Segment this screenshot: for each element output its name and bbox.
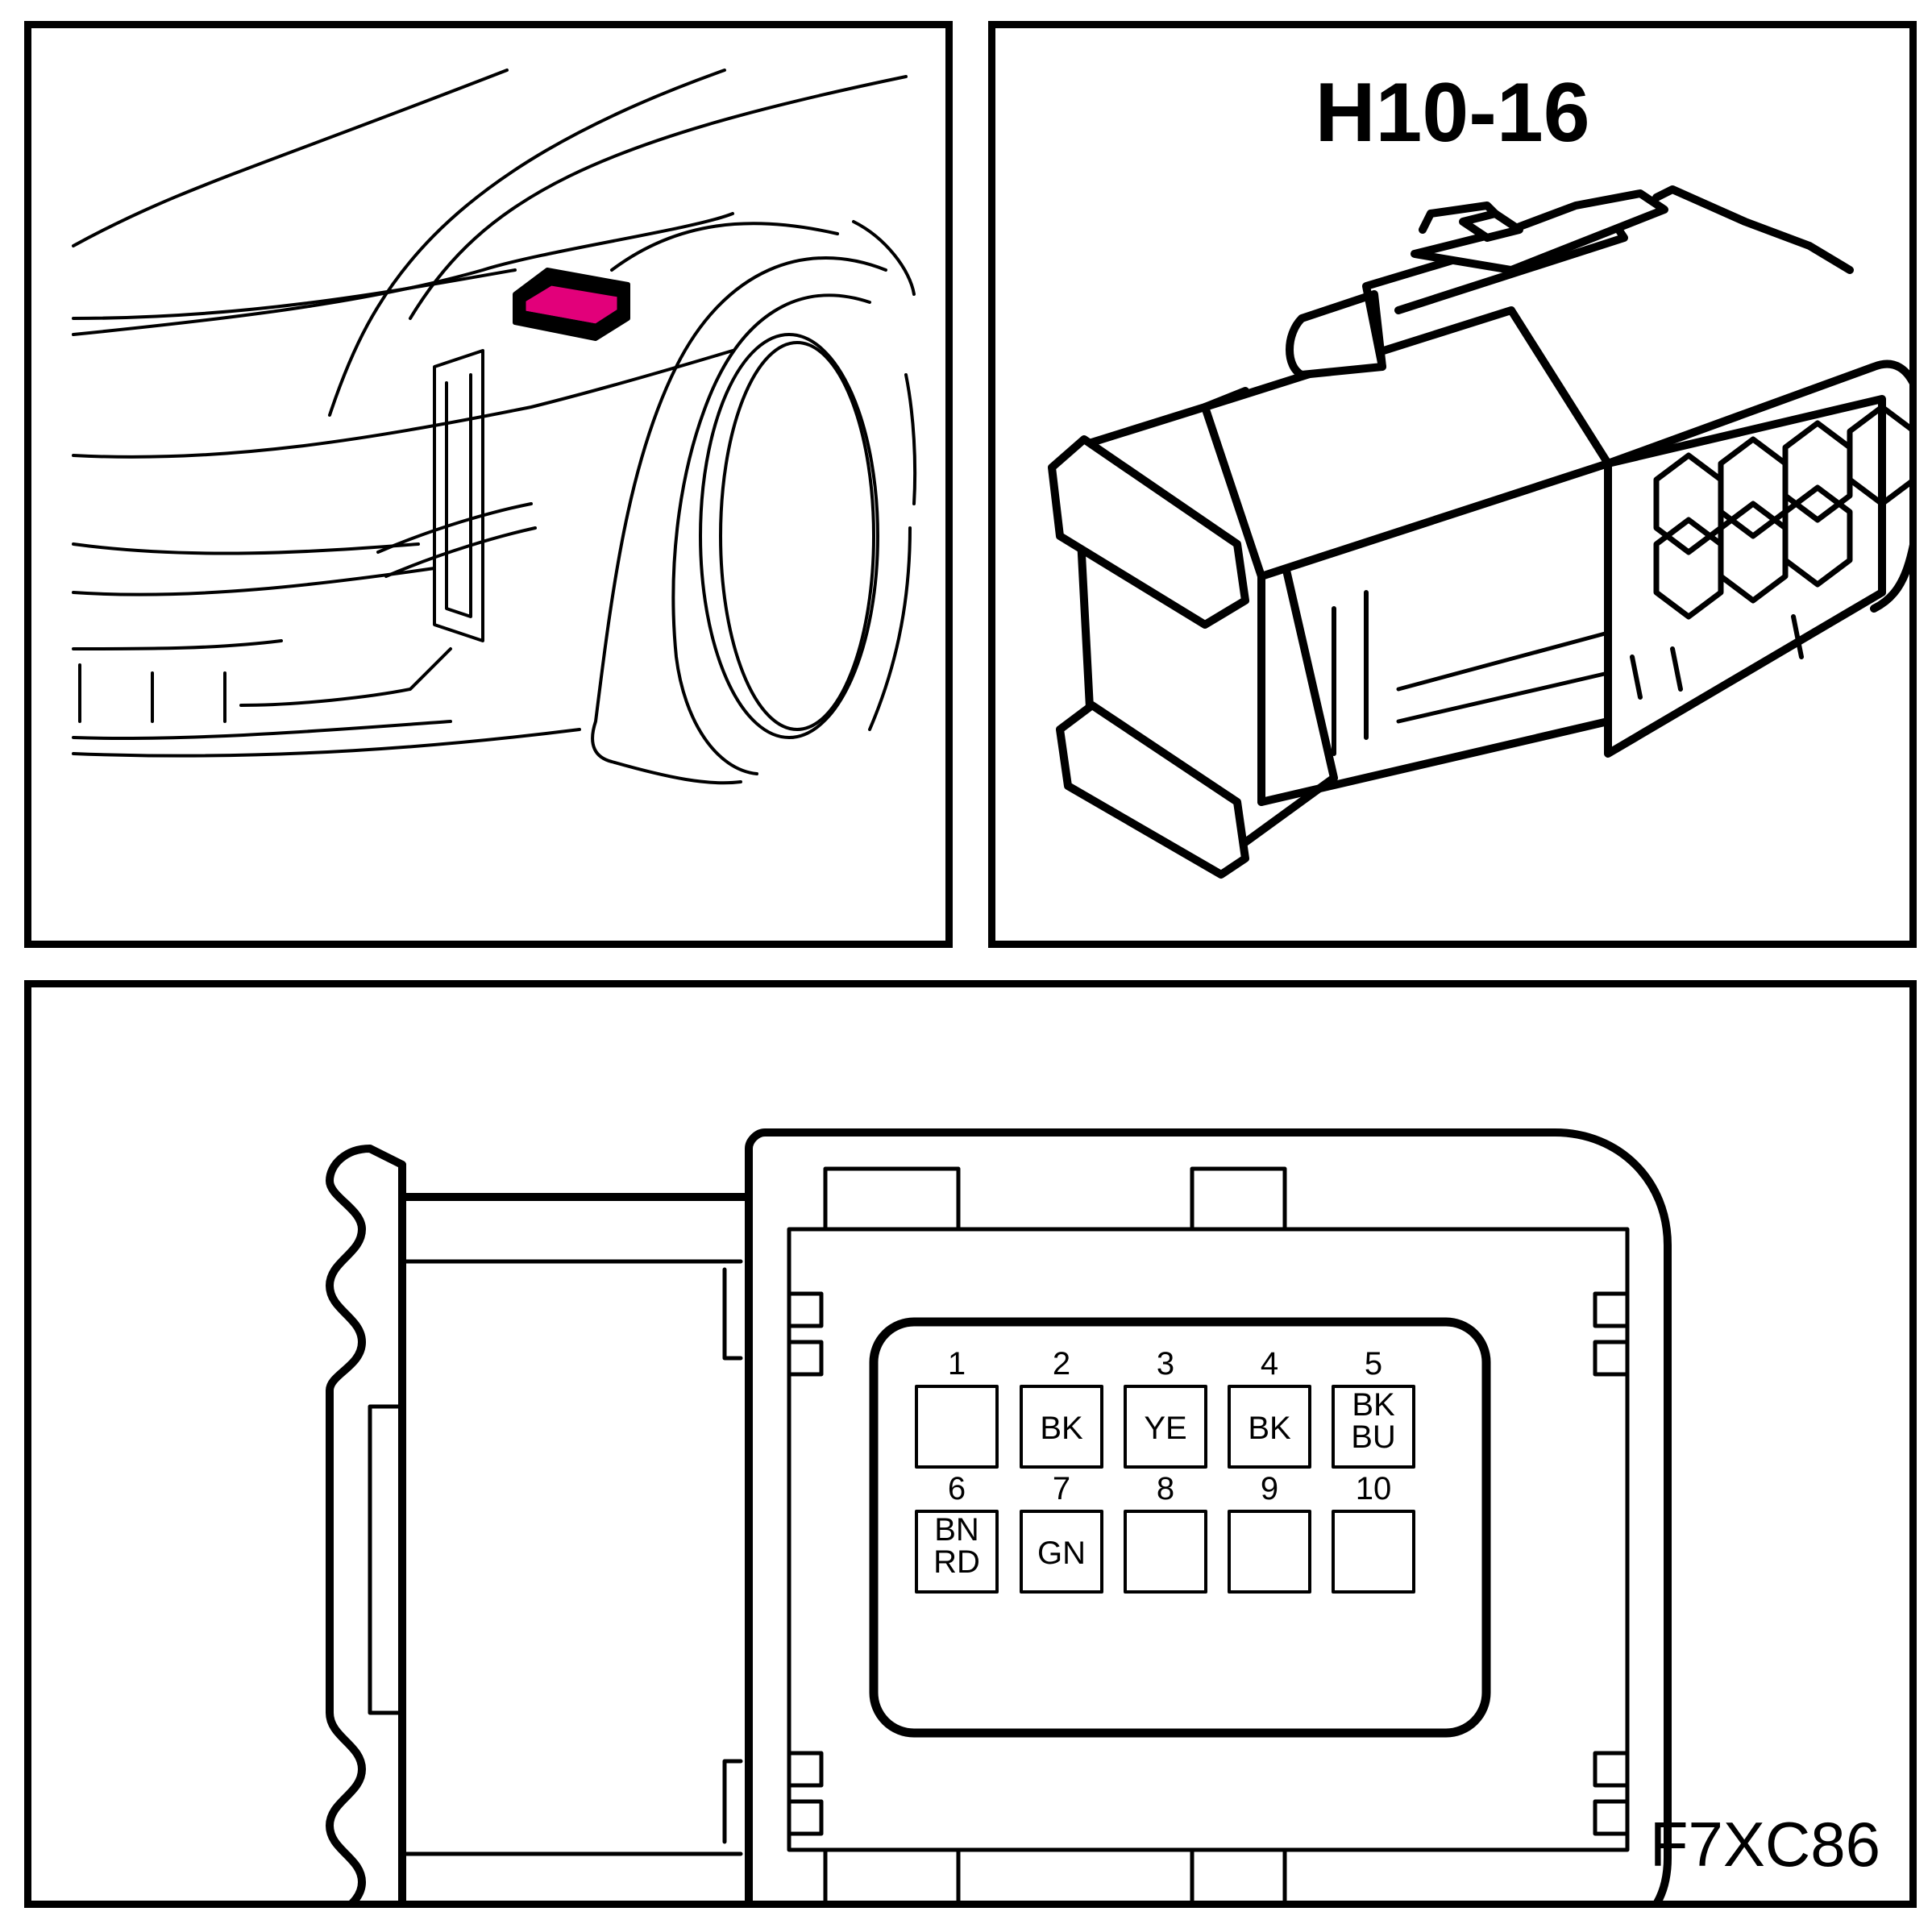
pin-number: 2 bbox=[1053, 1346, 1070, 1382]
vehicle-front-corner-drawing bbox=[72, 69, 917, 785]
pin-box bbox=[1332, 1385, 1415, 1469]
pin-wire-color: BU bbox=[1351, 1419, 1396, 1455]
pin-wire-color: YE bbox=[1144, 1411, 1186, 1446]
location-view-panel bbox=[24, 21, 953, 948]
pin-wire-color: RD bbox=[933, 1544, 980, 1580]
pin-wire-color: GN bbox=[1037, 1535, 1086, 1571]
pin-number: 6 bbox=[948, 1471, 966, 1506]
pin-box bbox=[915, 1385, 999, 1469]
pin-cell-7: 7GN bbox=[1020, 1471, 1103, 1594]
pin-number: 3 bbox=[1157, 1346, 1174, 1382]
pin-number: 4 bbox=[1261, 1346, 1278, 1382]
pin-cell-8: 8 bbox=[1124, 1471, 1207, 1594]
pin-cell-2: 2BK bbox=[1020, 1346, 1103, 1469]
pin-box bbox=[1124, 1510, 1207, 1594]
pin-number: 1 bbox=[948, 1346, 966, 1382]
pin-box bbox=[1332, 1510, 1415, 1594]
pin-box bbox=[1228, 1385, 1311, 1469]
pin-cell-3: 3YE bbox=[1124, 1346, 1207, 1469]
pin-box bbox=[1020, 1510, 1103, 1594]
pin-wire-color: BK bbox=[1352, 1387, 1395, 1423]
pin-box bbox=[1020, 1385, 1103, 1469]
pin-number: 9 bbox=[1261, 1471, 1278, 1506]
pin-number: 10 bbox=[1356, 1471, 1392, 1506]
connector-label: H10-16 bbox=[1315, 66, 1590, 160]
pin-cell-10: 10 bbox=[1332, 1471, 1415, 1594]
pin-box bbox=[1228, 1510, 1311, 1594]
pin-wire-color: BN bbox=[934, 1512, 979, 1548]
pin-number: 5 bbox=[1365, 1346, 1382, 1382]
connector-view-panel: H10-16 bbox=[988, 21, 1917, 948]
pin-number: 7 bbox=[1053, 1471, 1070, 1506]
pin-box bbox=[915, 1510, 999, 1594]
pin-wire-color: BK bbox=[1040, 1411, 1083, 1446]
pin-box bbox=[1124, 1385, 1207, 1469]
pin-cell-4: 4BK bbox=[1228, 1346, 1311, 1469]
pin-wire-color: BK bbox=[1248, 1411, 1291, 1446]
pin-number: 8 bbox=[1157, 1471, 1174, 1506]
figure-code: F7XC86 bbox=[1649, 1809, 1880, 1880]
pin-cell-1: 1 bbox=[915, 1346, 999, 1469]
pin-cell-9: 9 bbox=[1228, 1471, 1311, 1594]
connector-isometric-drawing bbox=[1048, 185, 1909, 879]
